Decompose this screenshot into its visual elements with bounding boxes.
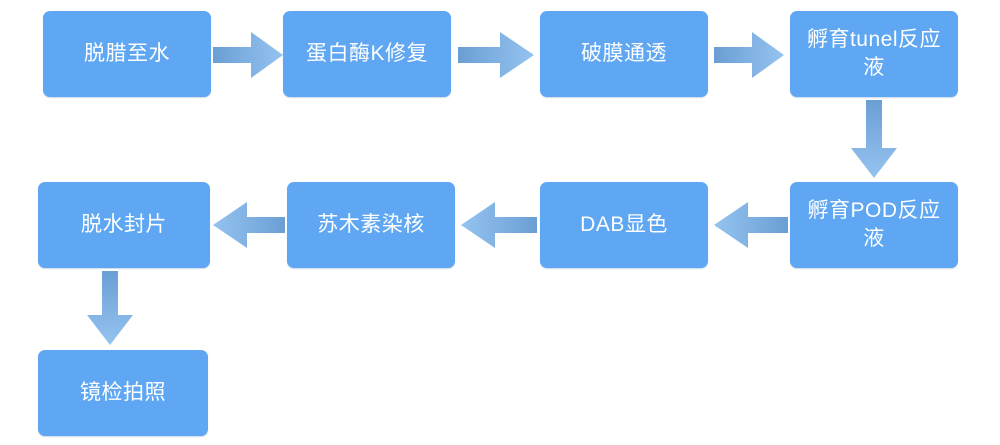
arrow-down-2	[87, 271, 133, 345]
flow-node-label: 苏木素染核	[317, 213, 425, 237]
flow-node-incubate-tunel-reaction-solution[interactable]: 孵育tunel反应液	[790, 11, 958, 97]
arrow-down-1	[851, 100, 897, 178]
flow-node-hematoxylin-nuclear-staining[interactable]: 苏木素染核	[287, 182, 455, 268]
flow-node-label: DAB显色	[580, 213, 668, 237]
arrow-left-3	[213, 202, 285, 248]
flow-node-membrane-permeabilization[interactable]: 破膜通透	[540, 11, 708, 97]
arrow-left-1	[714, 202, 788, 248]
flow-node-proteinase-k-repair[interactable]: 蛋白酶K修复	[283, 11, 451, 97]
flow-node-dewax-to-water[interactable]: 脱腊至水	[43, 11, 211, 97]
arrow-right-1	[213, 32, 283, 78]
flow-node-microscopy-photography[interactable]: 镜检拍照	[38, 350, 208, 436]
flow-node-label: 镜检拍照	[80, 381, 166, 405]
flow-node-label: 蛋白酶K修复	[305, 42, 428, 66]
flow-node-label: 破膜通透	[581, 42, 667, 66]
flow-node-label: 脱腊至水	[84, 42, 170, 66]
flow-node-label: 孵育POD反应液	[807, 199, 941, 250]
flow-node-dab-color-development[interactable]: DAB显色	[540, 182, 708, 268]
flow-node-dehydration-mounting[interactable]: 脱水封片	[38, 182, 210, 268]
flow-node-label: 孵育tunel反应液	[806, 28, 942, 79]
arrow-right-2	[458, 32, 534, 78]
arrow-right-3	[714, 32, 784, 78]
arrow-left-2	[461, 202, 537, 248]
flow-node-label: 脱水封片	[81, 213, 167, 237]
flow-node-incubate-pod-reaction-solution[interactable]: 孵育POD反应液	[790, 182, 958, 268]
